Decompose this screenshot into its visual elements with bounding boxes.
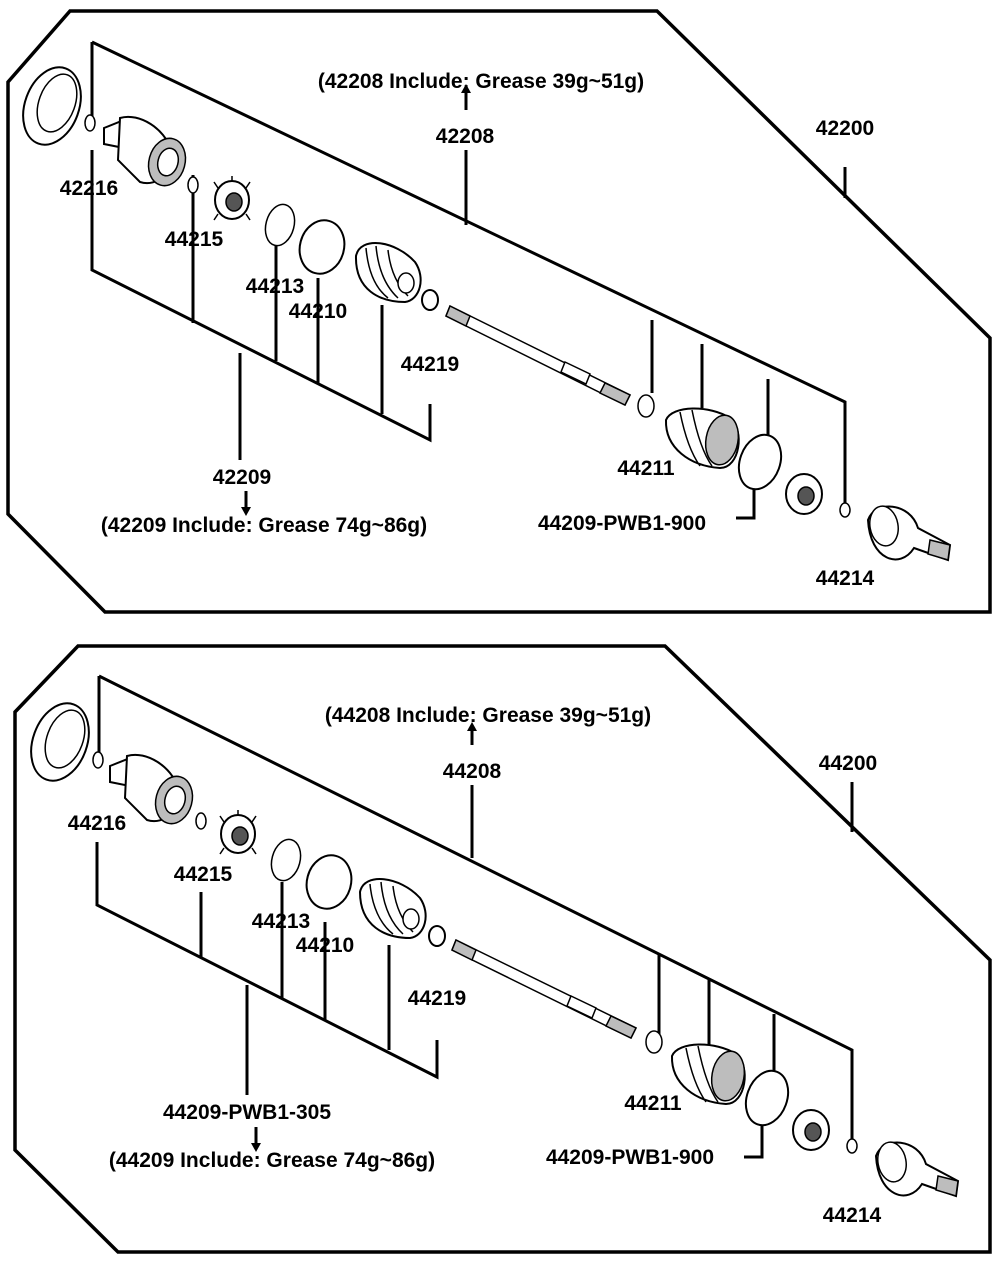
label-44210: 44210 [296,934,354,957]
label-44215: 44215 [174,863,233,886]
outer-boot-band-icon [737,433,783,491]
boot-clamp-ring-icon [428,925,446,947]
label-44211: 44211 [624,1092,682,1115]
circlip-icon [92,751,104,769]
label-44219: 44219 [401,353,459,376]
inner-kit-grease-note: (44209 Include: Grease 74g~86g) [109,1149,435,1172]
inner-joint-housing-icon [103,115,187,187]
boot-band-large-icon [305,854,353,910]
label-44214: 44214 [816,567,875,590]
callout-lines [90,40,847,520]
label-outer-kit: 44209-PWB1-900 [546,1146,714,1169]
boot-band-large-icon [298,219,346,275]
snap-ring-icon [195,812,207,830]
stop-ring-icon [637,394,655,418]
outer-joint-housing-icon [874,1141,960,1198]
drive-shaft-icon [451,938,638,1040]
label-44211: 44211 [617,457,675,480]
label-44213: 44213 [252,910,310,933]
outer-circlip-icon [846,1138,858,1154]
snap-ring-icon [187,176,199,194]
label-outer-kit: 44209-PWB1-900 [538,512,706,535]
shaft-grease-note: (44208 Include: Grease 39g~51g) [325,704,651,727]
outer-boot-band-icon [744,1069,790,1127]
diagram-frame [13,644,992,1254]
inner-kit-grease-note: (42209 Include: Grease 74g~86g) [101,514,427,537]
outer-circlip-icon [839,502,851,518]
label-shaft: 42208 [436,125,495,148]
label-44216: 44216 [68,812,126,835]
stop-ring-icon [645,1030,663,1054]
label-inner-kit: 44209-PWB1-305 [163,1101,331,1124]
outer-joint-cage-icon [785,473,823,515]
diagram-frame [6,9,992,614]
label-shaft: 44208 [443,760,502,783]
callout-lines [95,674,854,1159]
inner-boot-icon [354,242,422,304]
outer-boot-icon [670,1043,746,1106]
tripod-joint-icon [213,176,251,221]
outer-joint-cage-icon [792,1109,830,1151]
label-assembly: 44200 [819,752,877,775]
outer-boot-icon [664,407,740,470]
boot-band-small-icon [264,203,296,247]
shaft-grease-note: (42208 Include: Grease 39g~51g) [318,70,644,93]
label-44219: 44219 [408,987,466,1010]
boot-clamp-ring-icon [421,289,439,311]
drive-shaft-icon [445,304,632,407]
label-44214: 44214 [823,1204,882,1227]
label-inner-kit: 42209 [213,466,271,489]
tripod-joint-icon [219,810,257,855]
label-assembly: 42200 [816,117,874,140]
diagram-bottom: (44208 Include: Grease 39g~51g) 44208 44… [13,644,992,1254]
label-42216: 42216 [60,177,118,200]
label-44213: 44213 [246,275,304,298]
outer-joint-housing-icon [866,505,952,562]
label-44210: 44210 [289,300,347,323]
part-dust-cover-icon [30,702,90,782]
boot-band-small-icon [270,838,302,882]
circlip-icon [84,114,96,132]
inner-joint-housing-icon [109,753,194,825]
inner-boot-icon [358,878,427,940]
diagram-top: (42208 Include: Grease 39g~51g) 42208 42… [6,9,992,614]
part-dust-cover-icon [22,66,82,146]
label-44215: 44215 [165,228,224,251]
